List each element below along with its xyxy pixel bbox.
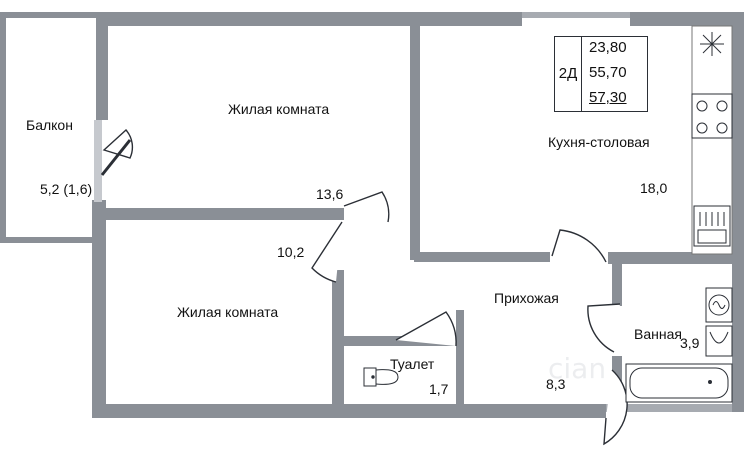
kitchen-area: 18,0 xyxy=(640,180,668,196)
summary-table: 2Д 23,80 55,70 57,30 xyxy=(554,36,648,112)
outer-walls xyxy=(92,12,744,418)
area-without-balcony-value: 57,30 xyxy=(589,89,627,106)
living-room-1-label: Жилая комната xyxy=(228,101,330,117)
doors xyxy=(100,129,628,446)
toilet-label: Туалет xyxy=(390,356,435,372)
hall-label: Прихожая xyxy=(494,290,559,306)
living-room-2-label: Жилая комната xyxy=(177,304,279,320)
balcony-outline xyxy=(0,12,96,243)
bathroom-fixtures xyxy=(625,287,733,403)
bathroom-area: 3,9 xyxy=(680,335,700,351)
toilet-fixture xyxy=(363,367,399,387)
total-area-value: 55,70 xyxy=(589,64,627,81)
living-room-1-area: 13,6 xyxy=(316,186,344,202)
summary-divider xyxy=(581,37,582,111)
apartment-type: 2Д xyxy=(558,65,578,82)
watermark: cian xyxy=(548,352,607,385)
living-room-2-area: 10,2 xyxy=(277,244,305,260)
living-area-value: 23,80 xyxy=(589,39,627,56)
balcony-wall-segment xyxy=(94,120,102,202)
kitchen-fixtures xyxy=(691,25,733,255)
hall-area: 8,3 xyxy=(546,376,566,392)
balcony-label: Балкон xyxy=(26,117,73,133)
balcony-area: 5,2 (1,6) xyxy=(40,181,93,197)
toilet-area: 1,7 xyxy=(429,381,449,397)
kitchen-label: Кухня-столовая xyxy=(548,134,650,150)
bathroom-label: Ванная xyxy=(634,326,682,342)
